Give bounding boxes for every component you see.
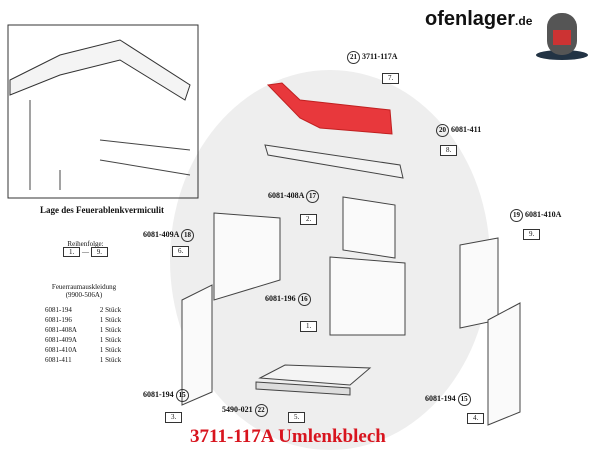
callout-6081-194: 6081-194 15 <box>143 389 189 402</box>
callout-part-number: 6081-408A <box>268 191 304 200</box>
step-box: 9. <box>523 229 541 240</box>
callout-part-number: 6081-409A <box>143 230 179 239</box>
part-number: 6081-409A <box>45 336 77 344</box>
parts-list-title: Feuerraumauskleidung <box>51 283 117 291</box>
step-box: 7. <box>382 73 400 84</box>
page-title: 3711-117A Umlenkblech <box>190 426 386 447</box>
parts-list-subtitle: (9900-506A) <box>65 291 103 299</box>
part-number: 6081-194 <box>45 306 72 314</box>
parts-table-row: 6081-408A 1 Stück <box>44 325 121 335</box>
part-5490-021-grate <box>258 364 372 386</box>
part-6081-408A <box>342 196 396 259</box>
parts-table: 6081-194 2 Stück 6081-196 1 Stück 6081-408A 1… <box>44 305 121 365</box>
step-box: 4. <box>467 413 485 424</box>
step-box: 3. <box>165 412 183 423</box>
callout-number: 21 <box>347 51 360 64</box>
callout-6081-411: 20 6081-411 <box>436 124 481 137</box>
parts-table-row: 6081-194 2 Stück <box>44 305 121 315</box>
part-number: 6081-411 <box>45 356 72 364</box>
quantity: 1 Stück <box>99 356 122 364</box>
callout-3711-117A: 21 3711-117A <box>347 51 398 64</box>
callout-6081-196: 6081-196 16 <box>265 293 311 306</box>
part-number: 6081-410A <box>45 346 77 354</box>
callout-part-number: 6081-411 <box>451 125 482 134</box>
part-number: 6081-196 <box>45 316 72 324</box>
part-6081-411 <box>264 144 404 179</box>
callout-number: 15 <box>457 393 471 406</box>
quantity: 1 Stück <box>99 336 122 344</box>
callout-number: 20 <box>436 124 449 137</box>
callout-part-number: 6081-196 <box>265 294 296 303</box>
part-6081-410A <box>459 237 499 329</box>
logo-tld: .de <box>515 14 533 28</box>
part-6081-409A <box>213 212 281 301</box>
logo-mascot-icon <box>536 13 588 60</box>
step-box: 6. <box>172 246 190 257</box>
part-number: 6081-408A <box>45 326 77 334</box>
part-6081-194-left <box>181 284 213 406</box>
part-6081-194-right <box>487 302 521 426</box>
callout-number: 16 <box>297 293 311 306</box>
quantity: 2 Stück <box>99 306 122 314</box>
quantity: 1 Stück <box>99 316 122 324</box>
part-6081-196 <box>329 256 406 336</box>
step-box: 1. <box>300 321 318 332</box>
logo: ofenlager.de <box>425 8 532 31</box>
callout-5490-021: 5490-021 22 <box>222 404 268 417</box>
parts-list: Feuerraumauskleidung (9900-506A) 6081-19… <box>44 283 124 365</box>
quantity: 1 Stück <box>99 346 122 354</box>
callout-number: 17 <box>306 190 319 203</box>
callout-6081-409A: 6081-409A 18 <box>143 229 194 242</box>
step-box: 8. <box>440 145 458 156</box>
inset-baffle <box>9 39 191 101</box>
parts-table-row: 6081-196 1 Stück <box>44 315 121 325</box>
callout-part-number: 3711-117A <box>362 52 398 61</box>
highlighted-baffle-3711-117A <box>266 82 393 135</box>
sequence-legend: Reihenfolge: 1. — 9. <box>63 240 108 257</box>
quantity: 1 Stück <box>99 326 122 334</box>
callout-6081-410A: 19 6081-410A <box>510 209 561 222</box>
callout-number: 15 <box>175 389 189 402</box>
sequence-label: Reihenfolge: <box>67 240 104 248</box>
inset-caption: Lage des Feuerablenkvermiculit <box>40 205 164 215</box>
callout-part-number: 6081-194 <box>143 390 174 399</box>
parts-table-row: 6081-411 1 Stück <box>44 355 121 365</box>
callout-6081-194: 6081-194 15 <box>425 393 471 406</box>
callout-number: 22 <box>254 404 268 417</box>
step-box: 5. <box>288 412 306 423</box>
callout-number: 19 <box>510 209 523 222</box>
step-box: 2. <box>300 214 318 225</box>
logo-name: ofenlager <box>425 8 516 30</box>
inset-frame <box>7 24 199 199</box>
parts-table-row: 6081-410A 1 Stück <box>44 345 121 355</box>
callout-part-number: 6081-410A <box>525 210 562 219</box>
callout-6081-408A: 6081-408A 17 <box>268 190 319 203</box>
parts-table-row: 6081-409A 1 Stück <box>44 335 121 345</box>
callout-number: 18 <box>181 229 194 242</box>
callout-part-number: 6081-194 <box>425 394 456 403</box>
sequence-to: 9. <box>90 247 108 257</box>
callout-part-number: 5490-021 <box>222 405 253 414</box>
sequence-from: 1. <box>63 247 81 257</box>
